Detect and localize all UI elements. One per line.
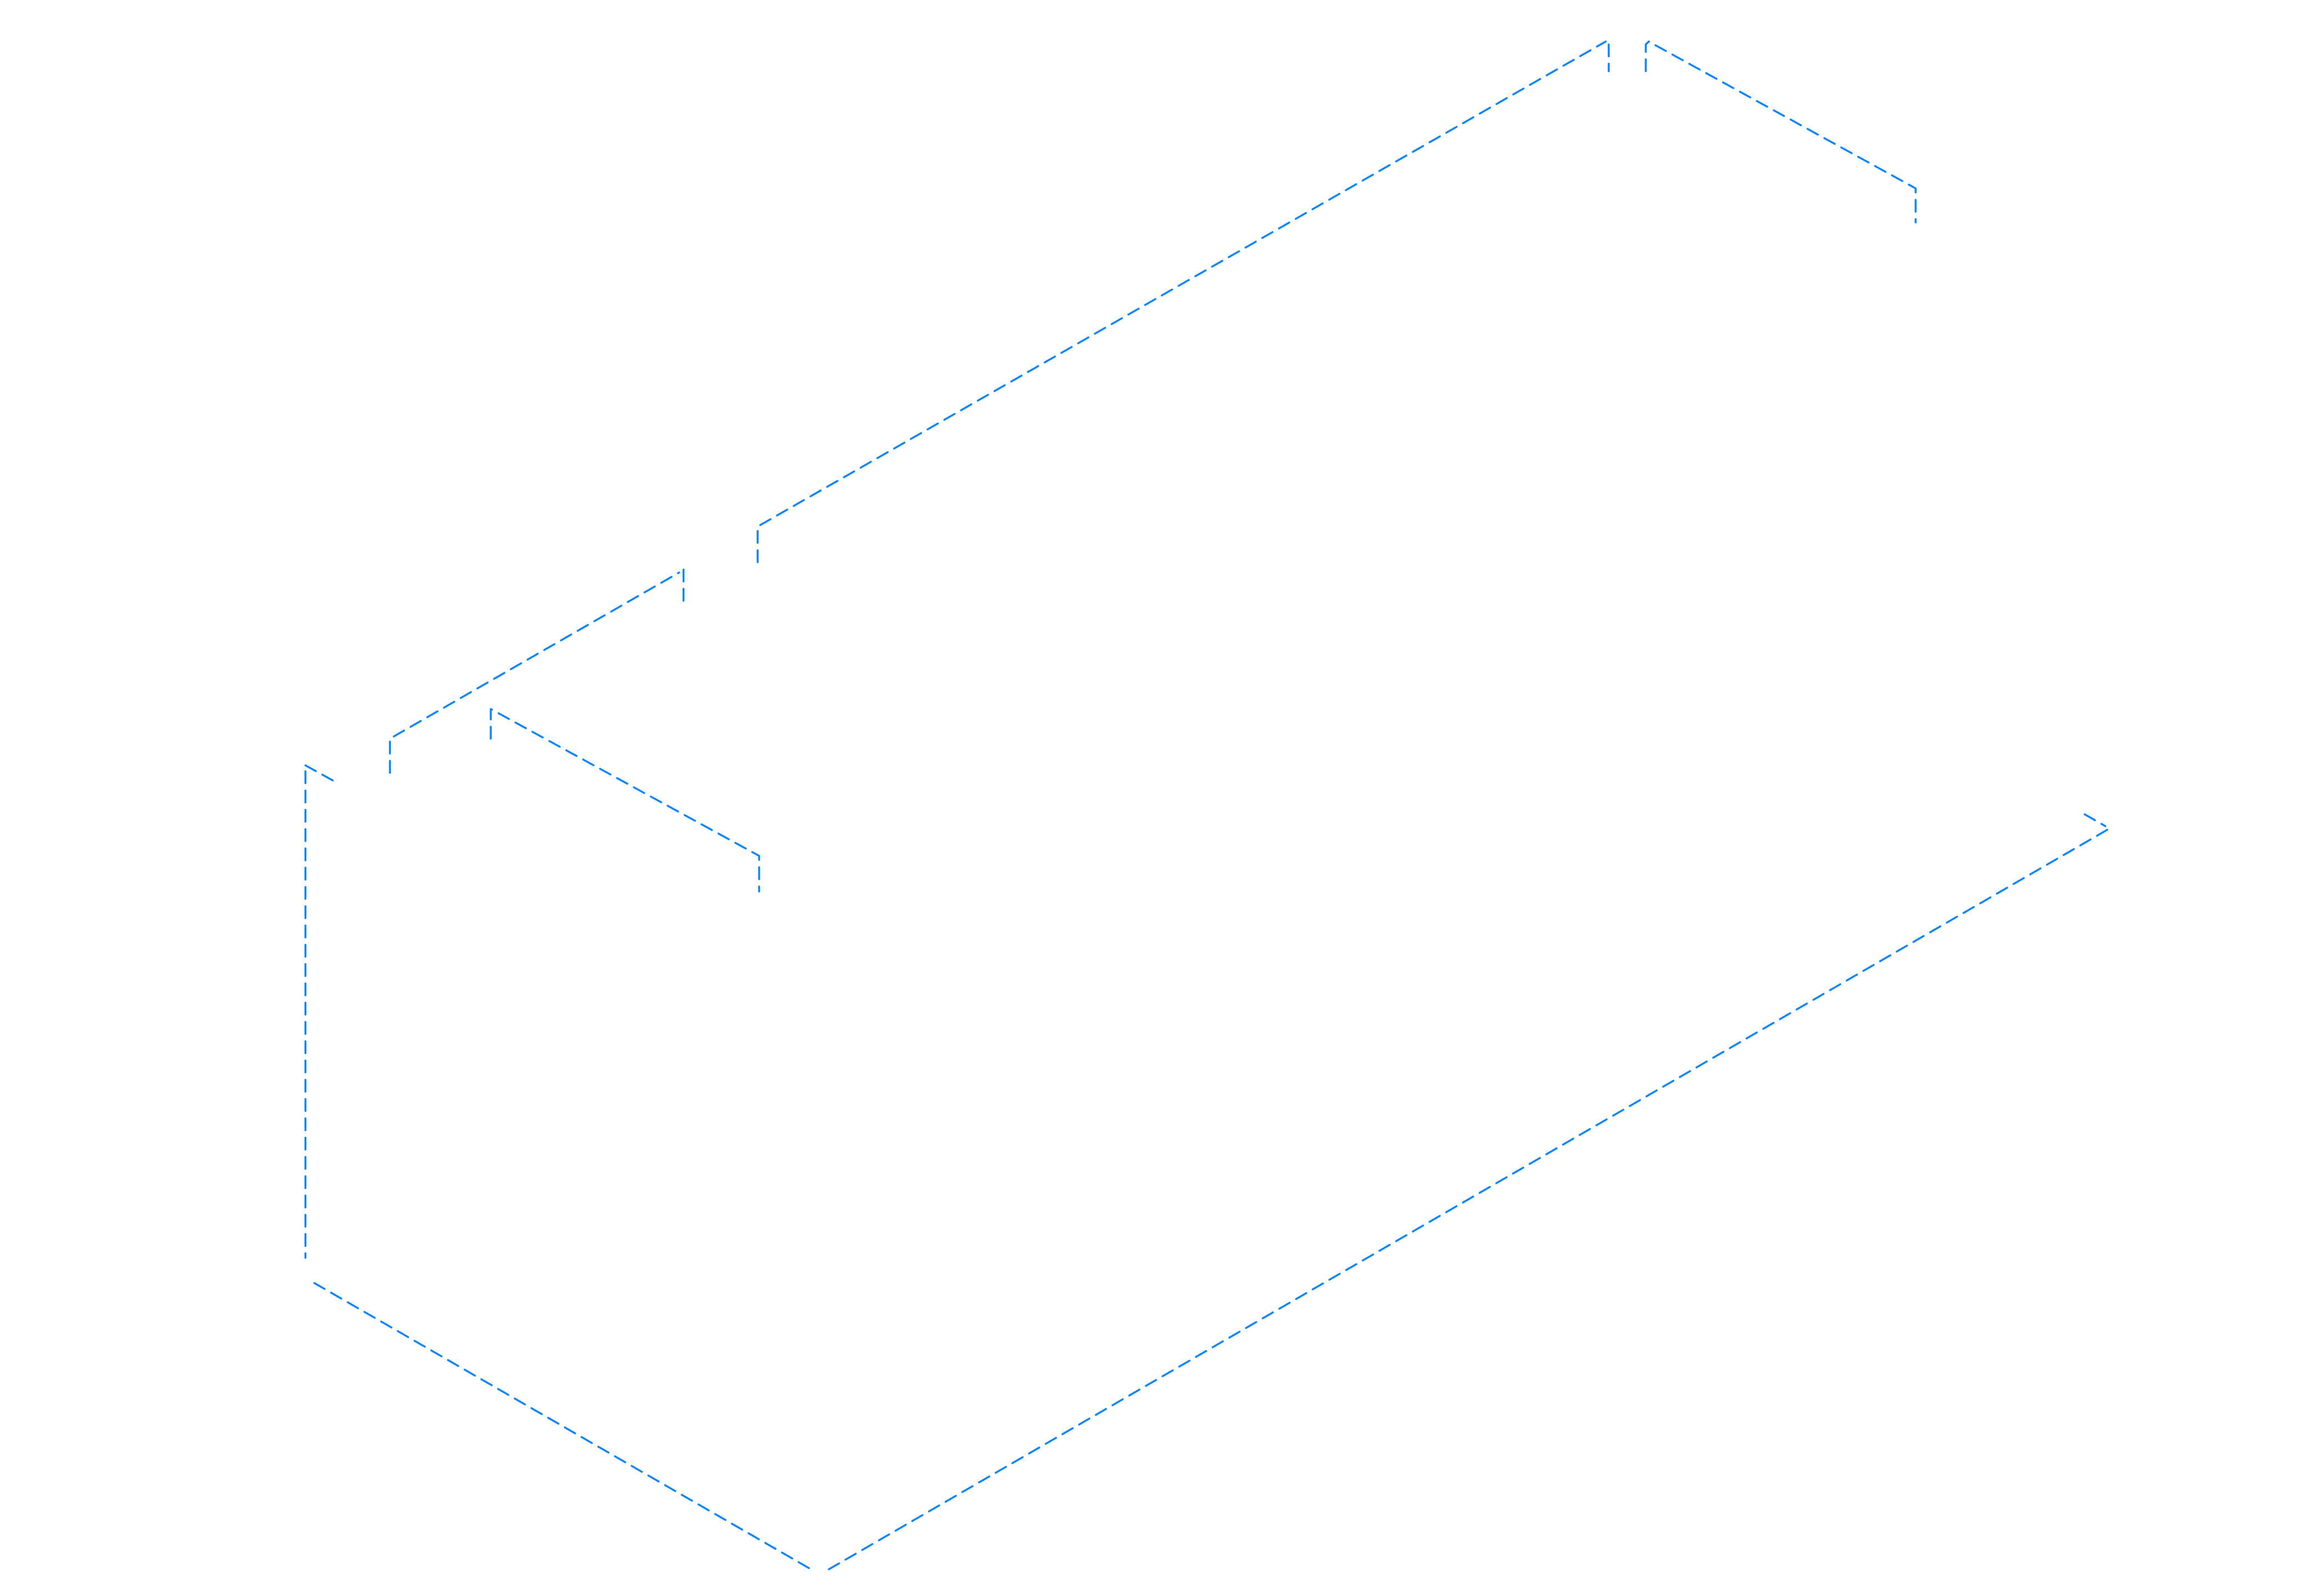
long-top-edge: [757, 41, 1607, 563]
top-right-edge: [1645, 41, 1917, 224]
bottom-right-edge: [828, 828, 2110, 1570]
right-corner-stub: [2083, 813, 2107, 828]
small-block-top-edge: [389, 571, 681, 774]
inner-step-edge: [490, 708, 760, 893]
left-top-corner-stub: [304, 764, 336, 783]
bottom-left-edge: [313, 1282, 812, 1570]
